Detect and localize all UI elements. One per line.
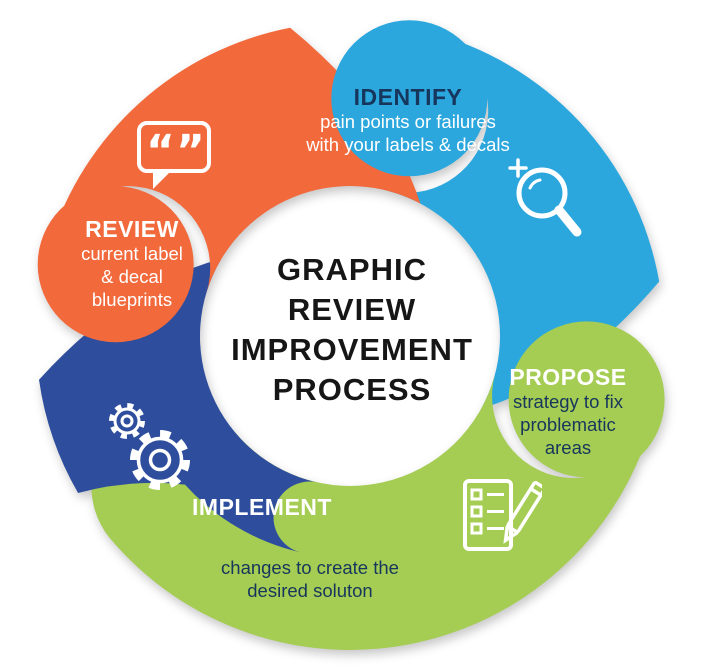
identify-arc [386, 31, 660, 409]
propose-label-block: PROPOSE strategy to fix problematic area… [484, 364, 652, 459]
review-arc [49, 27, 421, 293]
identify-label-block: IDENTIFY pain points or failures with yo… [248, 84, 568, 156]
propose-line-3: areas [544, 437, 592, 458]
review-title: REVIEW [85, 216, 179, 242]
review-label-block: REVIEW current label & decal blueprints [32, 216, 232, 311]
implement-title-block: IMPLEMENT [150, 494, 374, 520]
identify-arc-head [331, 20, 488, 177]
svg-text:“: “ [146, 126, 175, 177]
center-heading-line-4: PROCESS [272, 372, 432, 407]
implement-line-2: desired soluton [247, 580, 373, 601]
review-line-2: & decal [101, 266, 163, 287]
identify-line-1: pain points or failures [320, 111, 496, 132]
implement-body-block: changes to create the desired soluton [190, 556, 430, 602]
identify-title: IDENTIFY [353, 84, 463, 110]
propose-line-1: strategy to fix [512, 391, 623, 412]
quote-bubble-icon: “ ” [137, 121, 211, 189]
magnifying-glass-icon [508, 158, 582, 237]
propose-line-2: problematic [520, 414, 616, 435]
center-heading-line-1: GRAPHIC [277, 252, 427, 287]
svg-text:”: ” [176, 126, 205, 177]
review-line-1: current label [81, 243, 183, 264]
propose-arc-head [508, 321, 665, 478]
identify-line-2: with your labels & decals [306, 134, 510, 155]
center-heading: GRAPHIC REVIEW IMPROVEMENT PROCESS [176, 250, 528, 410]
implement-title: IMPLEMENT [192, 494, 332, 520]
propose-title: PROPOSE [509, 364, 627, 390]
checklist-pencil-icon [463, 479, 542, 551]
implement-line-1: changes to create the [221, 557, 399, 578]
center-heading-line-2: REVIEW [287, 292, 417, 327]
review-arc-head [37, 186, 194, 343]
gears-icon [109, 403, 190, 490]
review-line-3: blueprints [91, 289, 173, 310]
center-heading-line-3: IMPROVEMENT [231, 332, 473, 367]
